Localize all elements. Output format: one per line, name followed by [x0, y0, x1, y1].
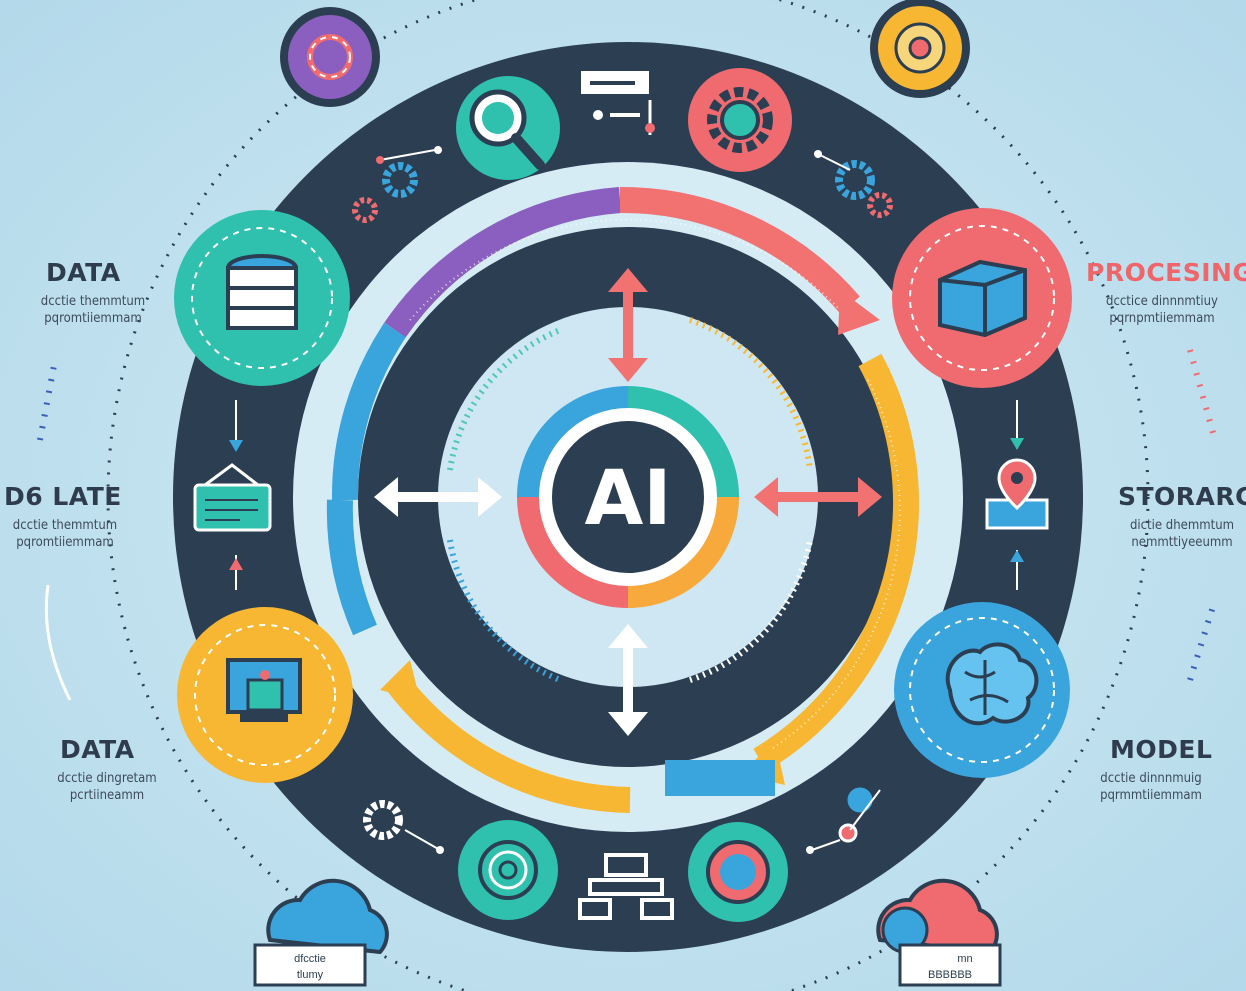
label-late: D6 LATE: [4, 482, 122, 511]
location-pin-icon: [985, 400, 1049, 590]
computer-icon: [177, 607, 353, 783]
monitor-chart-icon: [193, 400, 272, 590]
desc-line: dictie dhemmtum: [1129, 518, 1235, 533]
desc-line: dcctie themmtum: [40, 294, 146, 309]
network-tree-icon: [578, 853, 674, 920]
cloud-right-line-1: mn: [957, 953, 972, 965]
dotted-line-right-coral: [1187, 349, 1218, 441]
cloud-icon-right: mn BBBBBB: [876, 878, 1002, 987]
arc-arrow-purple: [384, 187, 622, 338]
blue-tab-bottom: [665, 760, 775, 796]
label-data-top-desc: dcctie themmtum pqromtiiemmam: [28, 293, 158, 327]
ai-center-hub: AI: [517, 386, 739, 608]
gear-icon-bottom-left: [363, 800, 444, 854]
arrowhead-orange: [380, 660, 420, 700]
label-model: MODEL: [1110, 735, 1213, 764]
label-late-desc: dcctie themmtum pqromtiiemmam: [0, 517, 130, 551]
label-storage: STORARGE: [1118, 482, 1246, 511]
arrow-left-horizontal: [374, 477, 502, 517]
arc-arrow-coral: [619, 186, 860, 314]
ai-center-label: AI: [584, 453, 671, 542]
fingerprint-icon: [458, 820, 558, 920]
label-storage-desc: dictie dhemmtum nemmttiyeeumm: [1118, 517, 1246, 551]
arc-dots-right: [769, 379, 901, 751]
desc-line: pqrnpmtiiemmam: [1109, 311, 1215, 326]
brain-icon: [894, 602, 1070, 778]
label-data-top: DATA: [46, 258, 121, 287]
magnifier-icon: [456, 76, 560, 180]
arrow-right-horizontal: [754, 477, 882, 517]
cube-box-icon: [892, 208, 1072, 388]
desc-line: pqromtiiemmam: [16, 535, 114, 550]
curve-line-left: [44, 584, 72, 701]
desc-line: dcctie themmtum: [12, 518, 118, 533]
arc-arrow-blue-lower: [326, 499, 377, 636]
desc-line: pqromtiiemmam: [44, 311, 142, 326]
database-disk-icon: [174, 210, 350, 386]
target-icon: [870, 0, 970, 98]
cloud-right-line-2: BBBBBB: [928, 969, 972, 981]
arrowhead-coral: [838, 290, 880, 335]
arrow-bottom-vertical: [608, 624, 648, 736]
label-model-desc: dcctie dinnnmuig pqrmmtiiemmam: [1086, 770, 1216, 804]
gears-icon-left: [352, 146, 442, 223]
desc-line: dcctice dinnnmtiuy: [1106, 294, 1218, 309]
arc-arrow-yellow: [753, 353, 919, 772]
globe-icon: [688, 822, 788, 922]
dotted-arc-white: [689, 539, 813, 683]
outer-dotted-orbit: [106, 0, 1150, 991]
desc-line: pqrmmtiiemmam: [1100, 788, 1202, 803]
arc-arrow-orange: [384, 672, 631, 813]
gears-icon-right: [814, 150, 893, 218]
cloud-left-line-2: tlumy: [297, 969, 324, 981]
gear-icon: [688, 68, 792, 172]
dotted-line-left-blue: [37, 359, 58, 441]
label-data-bottom: DATA: [60, 735, 135, 764]
label-processing: PROCESING: [1086, 258, 1246, 287]
node-link-icon-bottom-right: [806, 784, 881, 854]
puzzle-ring-icon: [280, 7, 380, 107]
dotted-arc-yellow: [689, 317, 813, 471]
desc-line: dcctie dingretam: [57, 771, 157, 786]
label-processing-desc: dcctice dinnnmtiuy pqrnpmtiiemmam: [1092, 293, 1232, 327]
form-sliders-icon: [579, 69, 655, 135]
desc-line: nemmttiyeeumm: [1131, 535, 1233, 550]
arc-arrow-blue: [331, 322, 406, 501]
label-data-bottom-desc: dcctie dingretam pcrtiineamm: [42, 770, 172, 804]
arrow-top-vertical: [608, 268, 648, 382]
dotted-line-right-blue: [1187, 599, 1218, 681]
dotted-arc-teal: [447, 327, 562, 471]
dotted-arc-blue: [447, 539, 562, 683]
desc-line: pcrtiineamm: [69, 788, 145, 803]
desc-line: dcctie dinnnmuig: [1100, 771, 1202, 786]
cloud-icon-left: dfcctie tlumy: [253, 878, 389, 987]
cloud-left-line-1: dfcctie: [294, 953, 326, 965]
